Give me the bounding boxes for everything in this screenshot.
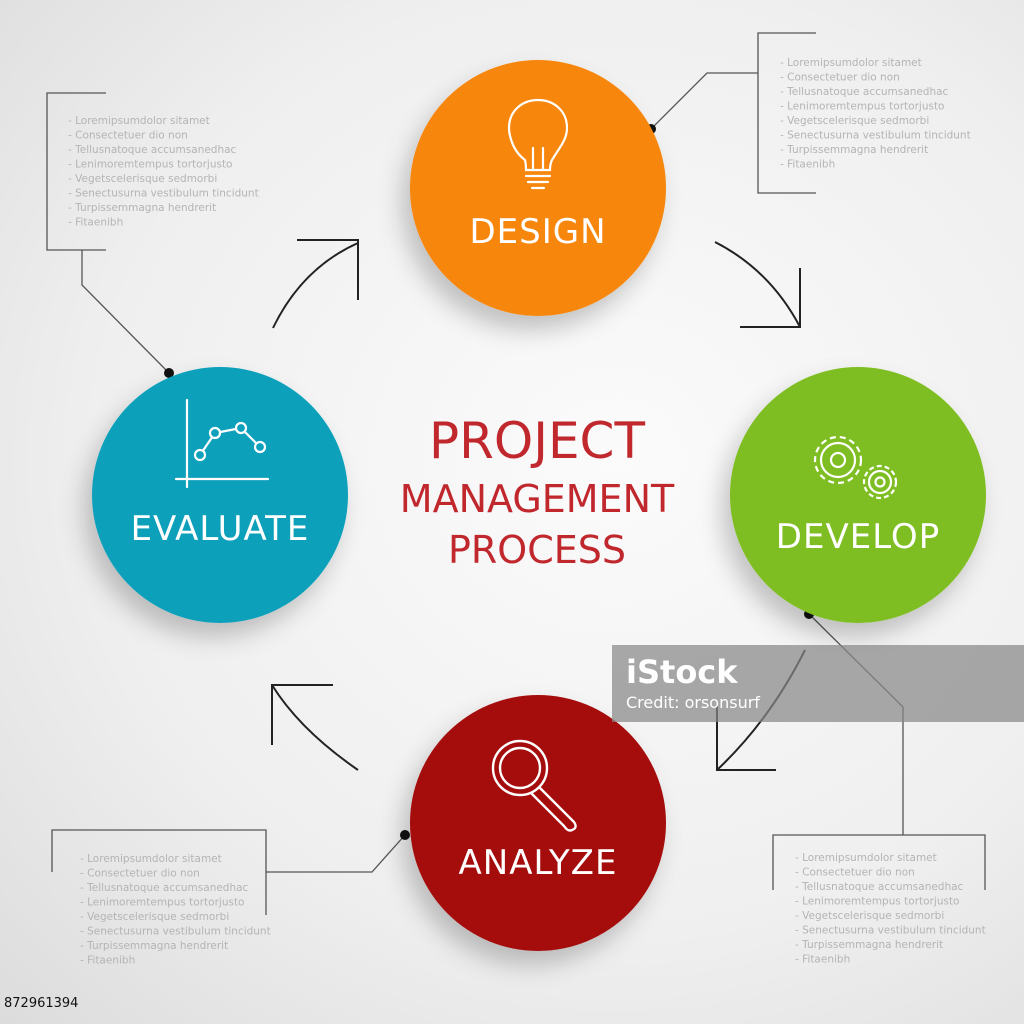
step-develop: DEVELOP: [730, 367, 986, 623]
analyze-label: ANALYZE: [459, 843, 618, 883]
line-chart-icon: [174, 398, 270, 489]
note-line: - Loremipsumdolor sitamet: [68, 115, 210, 127]
note-line: - Vegetscelerisque sedmorbi: [80, 911, 229, 923]
note-line: - Vegetscelerisque sedmorbi: [780, 115, 929, 127]
develop-circle: [730, 367, 986, 623]
step-analyze: ANALYZE: [410, 695, 666, 951]
notes-evaluate: - Loremipsumdolor sitamet - Consectetuer …: [68, 115, 259, 229]
note-line: - Senectusurna vestibulum tincidunt: [795, 925, 986, 937]
note-line: - Lenimoremtempus tortorjusto: [68, 159, 232, 171]
develop-label: DEVELOP: [776, 517, 940, 557]
note-line: - Consectetuer dio non: [780, 72, 900, 84]
note-line: - Senectusurna vestibulum tincidunt: [68, 188, 259, 200]
note-line: - Tellusnatoque accumsanedhac: [795, 881, 964, 893]
note-line: - Turpissemmagna hendrerit: [780, 144, 928, 156]
note-line: - Vegetscelerisque sedmorbi: [68, 173, 217, 185]
note-line: - Loremipsumdolor sitamet: [795, 852, 937, 864]
watermark-credit: Credit: orsonsurf: [626, 693, 760, 712]
gears-icon: [813, 435, 898, 500]
arrow-evaluate-to-design: [272, 239, 359, 329]
watermark-brand: iStock: [626, 653, 738, 691]
magnifier-icon: [491, 739, 577, 832]
stock-id: 872961394: [4, 996, 78, 1011]
note-line: - Lenimoremtempus tortorjusto: [780, 101, 944, 113]
note-line: - Consectetuer dio non: [80, 868, 200, 880]
notes-design: - Loremipsumdolor sitamet - Consectetuer …: [780, 57, 971, 171]
note-line: - Turpissemmagna hendrerit: [795, 939, 943, 951]
note-line: - Fitaenibh: [795, 954, 850, 966]
evaluate-label: EVALUATE: [131, 509, 310, 549]
note-line: - Tellusnatoque accumsanedhac: [80, 882, 249, 894]
step-design: DESIGN: [410, 60, 666, 316]
design-label: DESIGN: [469, 212, 606, 252]
note-line: - Consectetuer dio non: [68, 130, 188, 142]
note-line: - Loremipsumdolor sitamet: [780, 57, 922, 69]
watermark: iStock Credit: orsonsurf: [612, 645, 1024, 722]
note-line: - Senectusurna vestibulum tincidunt: [80, 926, 271, 938]
note-line: - Lenimoremtempus tortorjusto: [795, 896, 959, 908]
note-line: - Fitaenibh: [68, 217, 123, 229]
note-line: - Loremipsumdolor sitamet: [80, 853, 222, 865]
note-line: - Tellusnatoque accumsanedhac: [780, 86, 949, 98]
note-line: - Lenimoremtempus tortorjusto: [80, 897, 244, 909]
lightbulb-icon: [507, 98, 569, 190]
design-connector: [650, 32, 816, 194]
analyze-connector: [51, 829, 406, 915]
diagram-title: PROJECT MANAGEMENT PROCESS: [400, 412, 675, 572]
note-line: - Tellusnatoque accumsanedhac: [68, 144, 237, 156]
note-line: - Senectusurna vestibulum tincidunt: [780, 130, 971, 142]
title-line-1: PROJECT: [429, 412, 645, 470]
title-line-2: MANAGEMENT: [400, 477, 675, 521]
analyze-circle: [410, 695, 666, 951]
arrow-design-to-develop: [714, 241, 801, 328]
notes-analyze: - Loremipsumdolor sitamet - Consectetuer …: [80, 853, 271, 967]
watermark-band: [612, 645, 1024, 722]
step-evaluate: EVALUATE: [92, 367, 348, 623]
evaluate-connector: [46, 92, 170, 374]
connectors: [46, 32, 986, 915]
note-line: - Consectetuer dio non: [795, 867, 915, 879]
title-line-3: PROCESS: [448, 528, 626, 572]
note-line: - Vegetscelerisque sedmorbi: [795, 910, 944, 922]
note-line: - Fitaenibh: [780, 159, 835, 171]
notes-develop: - Loremipsumdolor sitamet - Consectetuer …: [795, 852, 986, 966]
note-line: - Turpissemmagna hendrerit: [68, 202, 216, 214]
arrow-analyze-to-evaluate: [271, 684, 359, 771]
note-line: - Fitaenibh: [80, 955, 135, 967]
evaluate-circle: [92, 367, 348, 623]
note-line: - Turpissemmagna hendrerit: [80, 940, 228, 952]
